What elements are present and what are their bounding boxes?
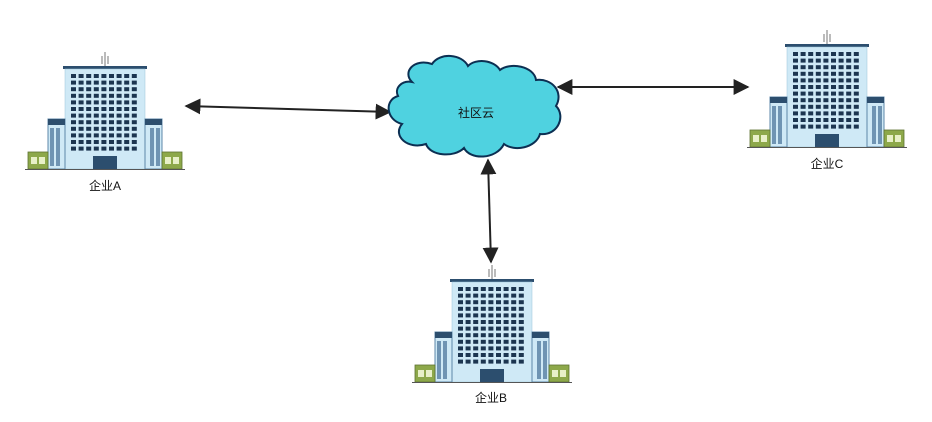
office-building-icon [24,51,186,170]
node-enterprise-b: 企业B [411,264,573,405]
office-building-icon [411,264,573,383]
node-label-c: 企业C [811,156,844,171]
cloud-icon [387,55,562,158]
office-building-icon [746,29,908,148]
node-label-a: 企业A [89,178,121,193]
connector-cloud-b [480,158,499,264]
node-enterprise-a: 企业A [24,51,186,193]
connector-a-cloud [184,98,392,120]
node-enterprise-c: 企业C [746,29,908,171]
cloud-node: 社区云 [387,55,562,158]
node-label-b: 企业B [475,390,507,405]
cloud-label: 社区云 [458,105,494,120]
